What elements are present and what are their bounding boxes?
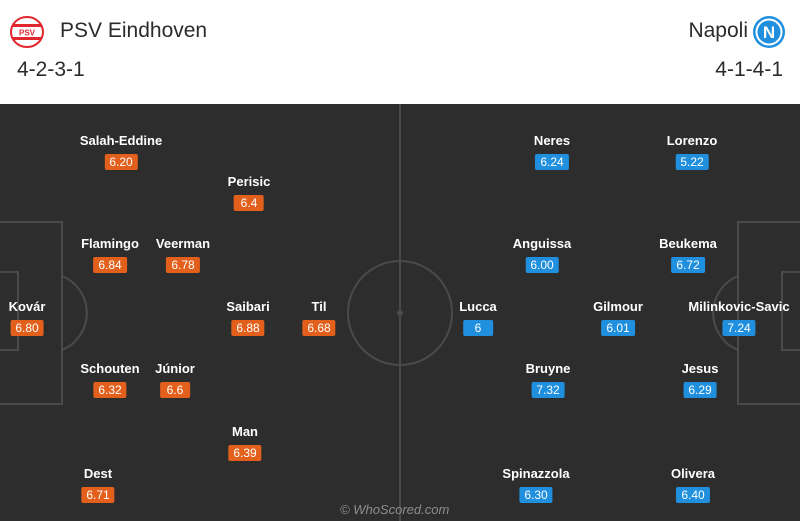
away-player[interactable]: Neres 6.24	[534, 133, 570, 171]
home-player[interactable]: Perisic 6.4	[227, 174, 271, 212]
home-player[interactable]: Saibari 6.88	[226, 299, 270, 337]
player-rating-badge: 6.6	[159, 382, 190, 398]
whoscored-watermark: © WhoScored.com	[340, 502, 450, 517]
away-player[interactable]: Lorenzo 5.22	[666, 133, 718, 171]
player-rating-badge: 6.88	[231, 320, 265, 336]
player-name: Olivera	[670, 466, 716, 481]
away-player[interactable]: Olivera 6.40	[671, 466, 715, 504]
player-rating-badge: 6.78	[166, 257, 200, 273]
player-rating-badge: 6.80	[10, 320, 44, 336]
home-formation: 4-2-3-1	[17, 58, 85, 81]
napoli-logo-icon: N	[753, 16, 785, 48]
player-name: Perisic	[227, 174, 271, 189]
player-rating-badge: 6	[462, 320, 493, 336]
player-rating-badge: 6.84	[93, 257, 127, 273]
player-rating-badge: 7.24	[722, 320, 756, 336]
player-rating-badge: 6.68	[302, 320, 336, 336]
player-rating-badge: 7.32	[531, 382, 565, 398]
player-rating-badge: 5.22	[675, 154, 709, 170]
player-rating-badge: 6.29	[683, 382, 717, 398]
player-name: Milinkovic-Savic	[688, 299, 790, 314]
home-player[interactable]: Kovár 6.80	[8, 299, 46, 337]
player-rating-badge: 6.30	[519, 487, 553, 503]
player-name: Neres	[533, 133, 571, 148]
psv-logo-icon: PSV	[10, 16, 44, 48]
pitch-markings	[0, 104, 800, 521]
player-rating-badge: 6.39	[228, 445, 262, 461]
home-player[interactable]: Júnior 6.6	[155, 361, 195, 399]
player-name: Flamingo	[81, 236, 139, 251]
away-player[interactable]: Anguissa 6.00	[512, 236, 572, 274]
home-player[interactable]: Schouten 6.32	[80, 361, 140, 399]
player-name: Veerman	[155, 236, 211, 251]
home-player[interactable]: Salah-Eddine 6.20	[80, 133, 162, 171]
player-rating-badge: 6.71	[81, 487, 115, 503]
home-player[interactable]: Veerman 6.78	[156, 236, 210, 274]
away-team-name[interactable]: Napoli	[688, 19, 748, 42]
player-name: Spinazzola	[502, 466, 570, 481]
player-name: Schouten	[80, 361, 140, 376]
player-name: Anguissa	[512, 236, 572, 251]
away-player[interactable]: Gilmour 6.01	[593, 299, 643, 337]
player-rating-badge: 6.00	[525, 257, 559, 273]
player-rating-badge: 6.72	[671, 257, 705, 273]
player-name: Salah-Eddine	[79, 133, 163, 148]
player-rating-badge: 6.40	[676, 487, 710, 503]
home-team-name[interactable]: PSV Eindhoven	[60, 19, 208, 42]
away-formation: 4-1-4-1	[715, 58, 783, 81]
player-name: Beukema	[659, 236, 717, 251]
player-rating-badge: 6.4	[234, 195, 264, 211]
away-player[interactable]: Spinazzola 6.30	[502, 466, 570, 504]
player-name: Saibari	[226, 299, 270, 314]
match-header: PSV PSV Eindhoven 4-2-3-1 Napoli N 4-1-4…	[0, 0, 800, 104]
away-player[interactable]: Beukema 6.72	[659, 236, 717, 274]
player-name: Lucca	[459, 299, 497, 314]
player-rating-badge: 6.20	[104, 154, 138, 170]
player-name: Lorenzo	[666, 133, 718, 148]
home-player[interactable]: Dest 6.71	[81, 466, 115, 504]
player-name: Man	[231, 424, 258, 439]
player-name: Kovár	[8, 299, 46, 314]
pitch: Salah-Eddine 6.20 Perisic 6.4 Flamingo 6…	[0, 104, 800, 521]
player-rating-badge: 6.32	[93, 382, 127, 398]
player-name: Gilmour	[593, 299, 643, 314]
away-player[interactable]: Bruyne 7.32	[525, 361, 571, 399]
player-name: Til	[311, 299, 327, 314]
away-player[interactable]: Lucca 6	[459, 299, 497, 337]
player-name: Dest	[83, 466, 113, 481]
svg-text:PSV: PSV	[19, 29, 36, 38]
player-name: Jesus	[681, 361, 719, 376]
home-player[interactable]: Man 6.39	[228, 424, 262, 462]
away-player[interactable]: Milinkovic-Savic 7.24	[688, 299, 790, 337]
player-rating-badge: 6.01	[601, 320, 635, 336]
away-player[interactable]: Jesus 6.29	[681, 361, 719, 399]
player-name: Júnior	[155, 361, 195, 376]
player-rating-badge: 6.24	[535, 154, 569, 170]
player-name: Bruyne	[525, 361, 571, 376]
home-player[interactable]: Til 6.68	[302, 299, 336, 337]
home-player[interactable]: Flamingo 6.84	[81, 236, 139, 274]
svg-text:N: N	[763, 23, 775, 42]
